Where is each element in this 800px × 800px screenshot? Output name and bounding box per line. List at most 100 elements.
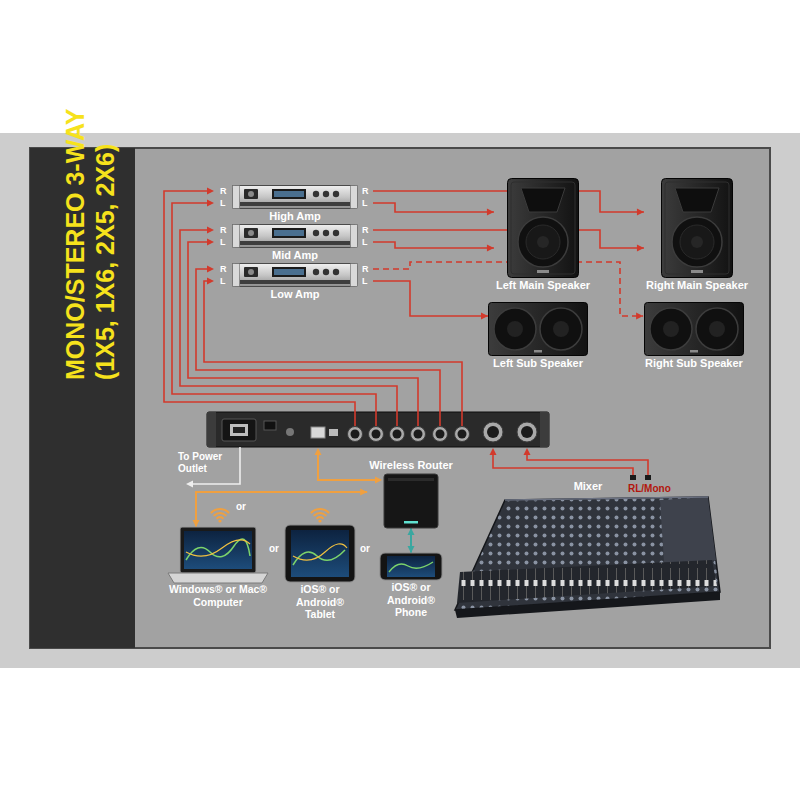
- computer-area: [170, 527, 266, 582]
- panel: [30, 148, 770, 648]
- power-note: To Power Outlet: [178, 451, 234, 475]
- xlr-plug: [630, 475, 651, 480]
- channel-letter: R: [220, 185, 227, 197]
- amplifier-node: High Amp: [217, 185, 373, 223]
- amplifier-node: Low Amp: [217, 263, 373, 301]
- or-word-holder: or: [269, 543, 279, 555]
- channel-letter: L: [220, 197, 226, 209]
- speaker-image: [508, 179, 579, 278]
- computer-label: Windows® or Mac® Computer: [160, 583, 276, 608]
- channel-letter-holder: R: [220, 185, 227, 197]
- channel-letter-holder: R: [362, 185, 369, 197]
- mixer-image: [455, 497, 720, 618]
- arrowhead: [637, 209, 644, 216]
- connector-line: [196, 492, 367, 527]
- arrowhead: [487, 245, 494, 252]
- or-word: or: [236, 501, 246, 513]
- connector-line: [373, 242, 494, 248]
- channel-letter-holder: L: [220, 236, 226, 248]
- arrowhead: [637, 245, 644, 252]
- processor-output-wire: [164, 191, 462, 426]
- amplifier-label: Mid Amp: [270, 249, 320, 262]
- arrowhead: [360, 489, 367, 496]
- channel-letter: L: [362, 236, 368, 248]
- frame: [0, 133, 800, 668]
- subwoofer-image: [489, 303, 588, 356]
- speaker-image: [662, 179, 733, 278]
- channel-letter-holder: R: [362, 224, 369, 236]
- arrowhead: [408, 528, 415, 535]
- wifi-icon: [312, 509, 329, 523]
- or-word-holder: or: [236, 501, 246, 513]
- router-label: Wireless Router: [367, 459, 455, 472]
- arrowhead: [487, 209, 494, 216]
- tablet-area: [285, 525, 355, 582]
- mixer-label: Mixer: [572, 480, 605, 493]
- arrowhead: [408, 546, 415, 553]
- phone-label: iOS® or Android® Phone: [373, 581, 449, 619]
- amplifier-label: Low Amp: [268, 288, 321, 301]
- channel-letter: L: [362, 275, 368, 287]
- subwoofer-area: [644, 302, 744, 356]
- wifi-icon: [212, 509, 229, 523]
- computer-node: Windows® or Mac® Computer: [160, 527, 276, 608]
- speaker-cable: [373, 242, 494, 252]
- arrowhead: [481, 313, 488, 320]
- or-word-holder: or: [360, 543, 370, 555]
- power-note-holder: To Power Outlet: [178, 451, 234, 475]
- mixer-output-label-holder: RL/Mono: [628, 483, 671, 495]
- tablet-image: [285, 525, 355, 582]
- wireless-link: [408, 528, 415, 553]
- amplifier-label: High Amp: [267, 210, 323, 223]
- channel-letter-holder: L: [362, 275, 368, 287]
- channel-letter-holder: R: [220, 263, 227, 275]
- amplifier-node: Mid Amp: [217, 224, 373, 262]
- tablet-label: iOS® or Android® Tablet: [282, 583, 358, 621]
- or-word: or: [269, 543, 279, 555]
- channel-letter: R: [362, 263, 369, 275]
- router-area: [384, 474, 438, 528]
- mixer-output-label: RL/Mono: [628, 483, 671, 495]
- connector-line: [373, 281, 488, 316]
- processor-image: [207, 412, 549, 447]
- arrowhead: [636, 313, 643, 320]
- speaker-label: Right Main Speaker: [644, 279, 750, 292]
- channel-letter: R: [362, 224, 369, 236]
- wire-arrowhead: [207, 188, 214, 285]
- network-link: [193, 489, 368, 528]
- subwoofer-node: Left Sub Speaker: [488, 302, 588, 370]
- speaker-node: Right Main Speaker: [644, 178, 750, 292]
- speaker-area: [507, 178, 579, 278]
- channel-letter-holder: L: [220, 197, 226, 209]
- speaker-label: Left Main Speaker: [494, 279, 592, 292]
- amplifier-area: [217, 185, 373, 209]
- speaker-cable: [373, 281, 488, 320]
- channel-letter-holder: L: [362, 236, 368, 248]
- channel-letter: R: [220, 224, 227, 236]
- tablet-node: iOS® or Android® Tablet: [282, 525, 358, 621]
- channel-letter-holder: R: [362, 263, 369, 275]
- speaker-area: [661, 178, 733, 278]
- title-holder: MONO/STEREO 3-WAY (1X5, 1X6, 2X5, 2X6): [60, 50, 120, 380]
- channel-letter: L: [220, 236, 226, 248]
- phone-area: [380, 553, 442, 580]
- subwoofer-label: Right Sub Speaker: [643, 357, 745, 370]
- subwoofer-image: [645, 303, 744, 356]
- channel-letter: R: [220, 263, 227, 275]
- wire-arrowhead: [490, 448, 531, 455]
- subwoofer-label: Left Sub Speaker: [491, 357, 585, 370]
- router-image: [384, 474, 438, 528]
- connector-line: [373, 203, 494, 212]
- channel-letter: L: [362, 197, 368, 209]
- arrowhead: [193, 520, 200, 527]
- channel-letter-holder: R: [220, 224, 227, 236]
- laptop-image: [168, 527, 268, 583]
- mixer-node: Mixer: [453, 478, 723, 612]
- mixer-input-wire: [493, 455, 648, 477]
- channel-letter-holder: L: [220, 275, 226, 287]
- amplifier-image: [233, 264, 358, 287]
